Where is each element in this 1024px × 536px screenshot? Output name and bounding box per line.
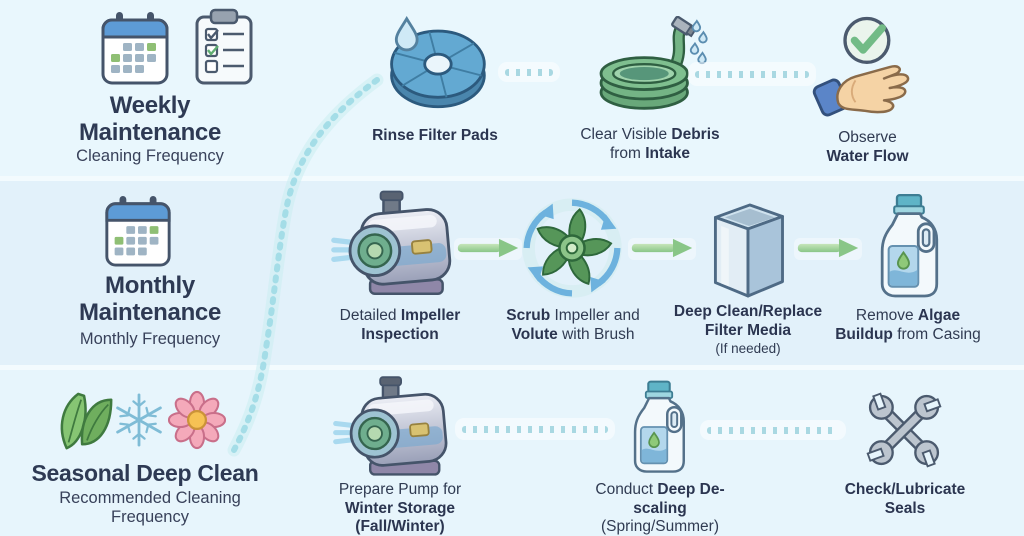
calendar-icon <box>100 10 170 86</box>
label-line: Filter Media <box>704 321 792 339</box>
cleaner-bottle-icon <box>872 192 946 300</box>
green-arrow-icon <box>456 236 520 260</box>
label-line: Prepare Pump for <box>338 481 462 498</box>
label-line: (Fall/Winter) <box>355 518 445 535</box>
snowflake-icon <box>116 393 162 447</box>
dotted-connector <box>455 418 615 440</box>
pump-icon <box>330 190 456 302</box>
label-line: from Intake <box>609 144 691 162</box>
label-line: Deep Clean/Replace <box>673 303 823 320</box>
flower-icon <box>168 390 226 450</box>
label-line: Winter Storage <box>344 499 456 517</box>
label-line: (If needed) <box>715 341 781 356</box>
clipboard-icon <box>195 8 253 85</box>
label-line: Detailed Impeller <box>339 307 461 324</box>
impeller-icon <box>522 198 622 298</box>
label-line: Inspection <box>361 325 439 343</box>
pump-icon <box>332 376 452 482</box>
label-line: Rinse Filter Pads <box>372 127 498 144</box>
label-line: Water Flow <box>826 147 909 165</box>
leaf-icon <box>60 392 113 450</box>
row-title-seasonal: Seasonal Deep Clean <box>31 460 259 486</box>
item-label: Conduct Deep De-scaling(Spring/Summer) <box>570 481 750 536</box>
label-line: Seals <box>884 499 926 517</box>
dotted-connector <box>498 62 560 82</box>
dotted-connector <box>700 420 846 440</box>
filter-pad-icon <box>390 16 486 109</box>
green-arrow-icon <box>796 236 860 260</box>
row-title-weekly: Weekly Maintenance <box>78 92 222 146</box>
row-subtitle-monthly: Monthly Frequency <box>79 330 221 348</box>
label-line: Remove Algae <box>855 307 961 324</box>
label-line: Clear Visible Debris <box>580 126 720 143</box>
dotted-connector <box>688 62 816 86</box>
label-line: Volute with Brush <box>511 325 635 343</box>
row-title-monthly: Monthly Maintenance <box>78 272 222 326</box>
garden-hose-icon <box>599 16 708 110</box>
row-subtitle-seasonal: Recommended Cleaning Frequency <box>59 489 241 526</box>
label-line: (Spring/Summer) <box>601 518 719 535</box>
label-line: Buildup from Casing <box>835 325 981 343</box>
label-line: Scrub Impeller and <box>506 307 640 324</box>
calendar-icon <box>103 194 173 268</box>
filter-media-cube-icon <box>713 203 784 298</box>
cleaner-bottle-icon <box>626 378 692 476</box>
item-label: Rinse Filter Pads <box>355 127 515 146</box>
label-line: Check/Lubricate <box>844 481 966 498</box>
label-line: Conduct Deep De-scaling <box>595 481 725 517</box>
crossed-wrenches-icon <box>862 388 946 472</box>
label-line: Observe <box>838 129 897 146</box>
green-arrow-icon <box>630 236 694 260</box>
hand-check-icon <box>812 16 910 117</box>
row-subtitle-weekly: Cleaning Frequency <box>76 147 224 165</box>
